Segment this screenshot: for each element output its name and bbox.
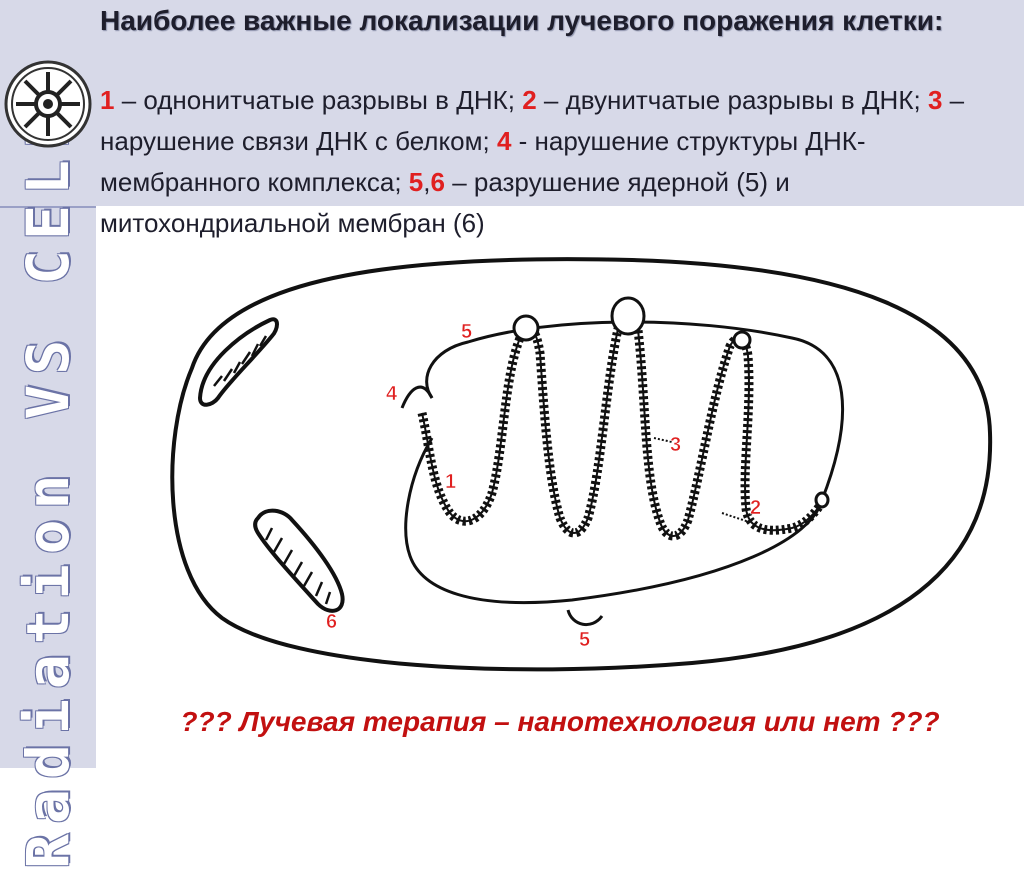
side-title-text: Radiation VS CELL xyxy=(14,105,82,869)
legend-text-5-6: – разрушение ядерной (5) и митохондриаль… xyxy=(100,167,790,238)
band-divider xyxy=(0,206,96,208)
legend-text: 1 – однонитчатые разрывы в ДНК; 2 – двун… xyxy=(100,80,1020,244)
legend-num-5: 5 xyxy=(408,167,424,197)
legend-sep: , xyxy=(423,167,431,197)
legend-num-1: 1 xyxy=(100,85,115,115)
slide-title: Наиболее важные локализации лучевого пор… xyxy=(100,5,944,36)
cell-membrane xyxy=(170,257,993,672)
attachment-body-2 xyxy=(610,296,646,336)
legend-text-2: – двунитчатые разрывы в ДНК; xyxy=(536,85,928,115)
mitochondrion-top xyxy=(197,317,279,407)
attachment-body-4 xyxy=(814,491,830,509)
logo-icon xyxy=(4,60,92,148)
nuclear-membrane xyxy=(404,320,845,604)
legend-num-6: 6 xyxy=(430,167,445,197)
left-band xyxy=(0,206,96,768)
label-1: 1 xyxy=(445,471,456,493)
legend-text-3: – нарушение связи ДНК с белком; xyxy=(100,85,965,156)
legend-num-3: 3 xyxy=(927,85,943,115)
legend-text-1: – однонитчатые разрывы в ДНК; xyxy=(114,85,523,115)
side-title: Radiation VS CELL xyxy=(0,105,96,869)
label-3: 3 xyxy=(670,434,681,456)
label-6: 6 xyxy=(326,611,337,633)
bottom-caption: ??? Лучевая терапия – нанотехнология или… xyxy=(180,706,940,737)
mitochondrion-bottom xyxy=(253,508,345,613)
label-2: 2 xyxy=(750,497,761,519)
attachment-body-3 xyxy=(732,330,752,350)
cell-diagram: 5 4 1 3 2 6 5 xyxy=(132,238,1020,680)
label-5-nuclear-top: 5 xyxy=(461,321,472,343)
legend-num-4: 4 xyxy=(496,126,512,156)
label-5-nuclear-bottom: 5 xyxy=(579,629,590,651)
attachment-body-1 xyxy=(512,314,540,342)
legend-text-4: - нарушение структуры ДНК-мембранного ко… xyxy=(100,126,866,197)
dna-loops xyxy=(417,309,828,541)
legend-num-2: 2 xyxy=(522,85,537,115)
header-band xyxy=(0,0,1024,206)
label-4: 4 xyxy=(386,383,398,405)
